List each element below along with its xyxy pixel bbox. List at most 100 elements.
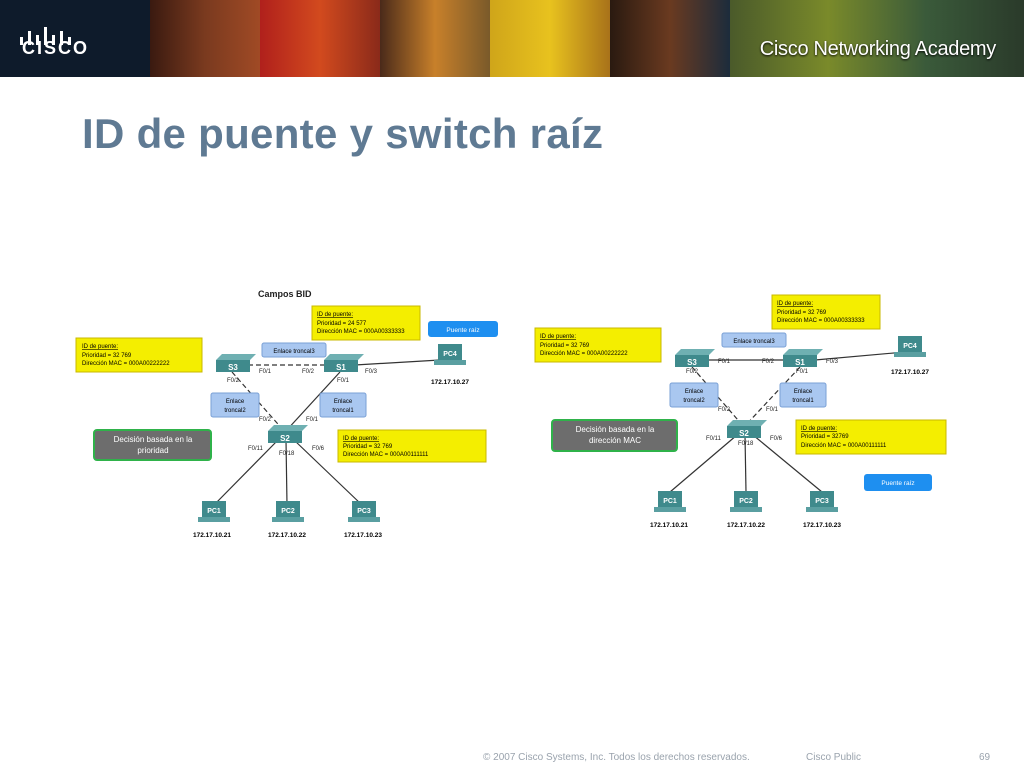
pc2: PC2 172.17.10.22 <box>268 501 306 539</box>
svg-text:Dirección MAC = 000A00222222: Dirección MAC = 000A00222222 <box>540 351 628 357</box>
port-label: F0/2 <box>302 369 315 375</box>
svg-text:dirección MAC: dirección MAC <box>589 436 641 445</box>
svg-text:troncal2: troncal2 <box>683 398 705 404</box>
svg-text:172.17.10.23: 172.17.10.23 <box>344 532 382 539</box>
bid-box-s3: ID de puente: Prioridad = 32 769 Direcci… <box>534 327 662 363</box>
svg-text:172.17.10.23: 172.17.10.23 <box>803 522 841 529</box>
trunk2-label: Enlace troncal2 <box>669 382 719 408</box>
bid-box-s1: ID de puente: Prioridad = 32 769 Direcci… <box>771 294 881 330</box>
svg-text:PC3: PC3 <box>815 498 829 505</box>
svg-text:Prioridad = 32 769: Prioridad = 32 769 <box>777 310 827 316</box>
port-label: F0/2 <box>718 407 731 413</box>
banner-photo <box>260 0 380 77</box>
trunk1-label: Enlace troncal1 <box>319 392 367 418</box>
switch-s2: S2 <box>268 425 308 443</box>
svg-text:172.17.10.27: 172.17.10.27 <box>431 379 469 386</box>
port-label: F0/1 <box>718 359 731 365</box>
svg-text:Enlace: Enlace <box>334 399 353 405</box>
svg-text:Prioridad = 32 769: Prioridad = 32 769 <box>343 444 393 450</box>
decision-label: Decisión basada en la dirección MAC <box>551 419 678 452</box>
bid-box-s1: ID de puente: Prioridad = 24 577 Direcci… <box>311 305 421 341</box>
svg-text:Prioridad = 32 769: Prioridad = 32 769 <box>540 343 590 349</box>
pc1: PC1 172.17.10.21 <box>193 501 231 539</box>
svg-text:Prioridad = 32 769: Prioridad = 32 769 <box>82 353 132 359</box>
bid-box-s2: ID de puente: Prioridad = 32 769 Direcci… <box>337 429 487 463</box>
left-diagram: Campos BID ID de puente: Prioridad = 32 … <box>75 289 498 539</box>
svg-text:Decisión basada en la: Decisión basada en la <box>114 435 193 444</box>
svg-text:Dirección MAC = 000A00111111: Dirección MAC = 000A00111111 <box>343 452 429 458</box>
header-banner: CISCO Cisco Networking Academy <box>0 0 1024 77</box>
svg-text:troncal1: troncal1 <box>332 408 354 414</box>
svg-text:Enlace troncal3: Enlace troncal3 <box>733 339 775 345</box>
banner-photo <box>490 0 610 77</box>
svg-text:172.17.10.22: 172.17.10.22 <box>268 532 306 539</box>
trunk2-label: Enlace troncal2 <box>210 392 260 418</box>
svg-text:S3: S3 <box>687 358 697 367</box>
s2-pc2-link <box>285 439 288 506</box>
port-label: F0/1 <box>337 378 350 384</box>
svg-text:ID de puente:: ID de puente: <box>82 344 118 350</box>
footer: © 2007 Cisco Systems, Inc. Todos los der… <box>0 746 1024 768</box>
svg-text:ID de puente:: ID de puente: <box>777 301 813 307</box>
pc4: PC4 172.17.10.27 <box>431 344 469 386</box>
cisco-logo-icon <box>20 27 71 45</box>
port-label: F0/1 <box>796 369 809 375</box>
pc3: PC3 172.17.10.23 <box>803 491 841 529</box>
s2-pc3-link <box>293 439 363 506</box>
s2-pc3-link <box>752 434 823 493</box>
svg-text:PC4: PC4 <box>903 343 917 350</box>
page-number: 69 <box>979 752 991 763</box>
svg-text:Enlace troncal3: Enlace troncal3 <box>273 349 315 355</box>
banner-photo <box>610 0 730 77</box>
svg-text:PC3: PC3 <box>357 508 371 515</box>
trunk1-label: Enlace troncal1 <box>779 382 827 408</box>
svg-text:172.17.10.21: 172.17.10.21 <box>193 532 231 539</box>
svg-text:ID de puente:: ID de puente: <box>801 426 837 432</box>
classification-text: Cisco Public <box>806 752 862 763</box>
port-label: F0/18 <box>279 451 295 457</box>
svg-text:S2: S2 <box>280 434 290 443</box>
switch-s3: S3 <box>216 354 256 372</box>
port-label: F0/11 <box>706 436 722 442</box>
diagram-heading: Campos BID <box>258 289 312 299</box>
trunk3-label: Enlace troncal3 <box>261 342 327 358</box>
trunk1-link <box>743 366 801 428</box>
copyright-text: © 2007 Cisco Systems, Inc. Todos los der… <box>483 752 750 763</box>
svg-text:prioridad: prioridad <box>137 446 168 455</box>
root-bridge-label: Puente raíz <box>864 474 932 491</box>
svg-text:PC4: PC4 <box>443 351 457 358</box>
slide-title: ID de puente y switch raíz <box>82 110 604 157</box>
port-label: F0/2 <box>686 369 699 375</box>
trunk2-link <box>691 366 745 428</box>
port-labels: F0/1 F0/2 F0/2 F0/1 F0/3 F0/2 F0/1 F0/11… <box>227 369 378 457</box>
svg-text:Prioridad = 24 577: Prioridad = 24 577 <box>317 321 367 327</box>
svg-text:S1: S1 <box>336 363 346 372</box>
port-label: F0/18 <box>738 441 754 447</box>
trunk3-label: Enlace troncal3 <box>721 332 787 348</box>
s1-pc4-link <box>814 351 906 361</box>
svg-text:Dirección MAC = 000A00333333: Dirección MAC = 000A00333333 <box>777 318 865 324</box>
svg-text:Decisión basada en la: Decisión basada en la <box>576 425 655 434</box>
svg-text:172.17.10.27: 172.17.10.27 <box>891 369 929 376</box>
svg-text:S3: S3 <box>228 363 238 372</box>
svg-text:Enlace: Enlace <box>794 389 813 395</box>
banner-photo <box>730 0 1024 77</box>
pc1: PC1 172.17.10.21 <box>650 491 688 529</box>
s1-pc4-link <box>354 359 441 366</box>
svg-text:Enlace: Enlace <box>685 389 704 395</box>
port-label: F0/2 <box>259 417 272 423</box>
port-label: F0/3 <box>365 369 378 375</box>
svg-text:PC1: PC1 <box>207 508 221 515</box>
svg-text:172.17.10.21: 172.17.10.21 <box>650 522 688 529</box>
trunk1-link <box>284 371 341 433</box>
port-label: F0/1 <box>306 417 319 423</box>
banner-photo <box>150 0 260 77</box>
port-label: F0/2 <box>762 359 775 365</box>
switch-s3: S3 <box>675 349 715 367</box>
port-label: F0/2 <box>227 378 240 384</box>
port-labels: F0/1 F0/2 F0/2 F0/1 F0/3 F0/2 F0/1 F0/11… <box>686 359 839 447</box>
s2-pc2-link <box>744 434 747 493</box>
root-bridge-label: Puente raíz <box>428 321 498 337</box>
bid-box-s3: ID de puente: Prioridad = 32 769 Direcci… <box>75 337 203 373</box>
svg-text:ID de puente:: ID de puente: <box>317 312 353 318</box>
